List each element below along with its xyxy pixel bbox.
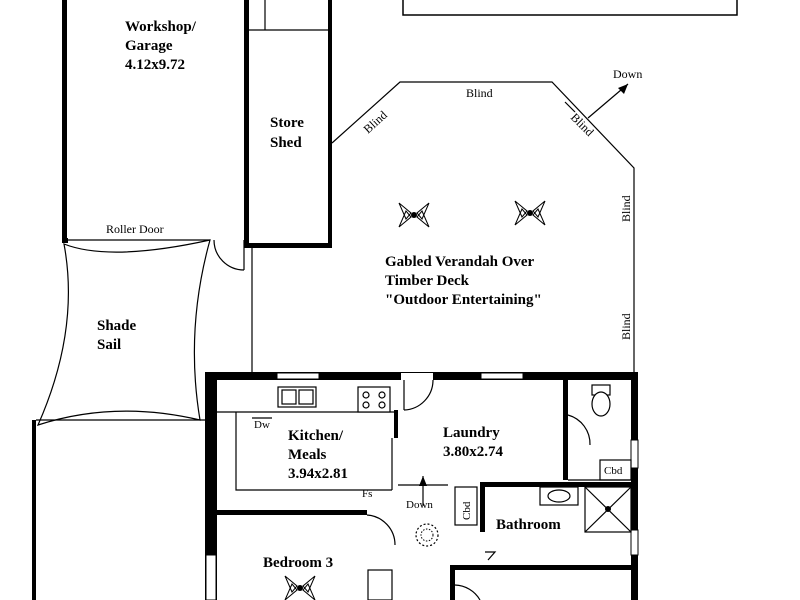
roller-door-label: Roller Door — [106, 222, 164, 236]
workshop-garage — [62, 0, 249, 271]
fridge-space-label: Fs — [362, 488, 372, 500]
verandah-down-label: Down — [613, 67, 642, 81]
workshop-name-line2: Garage — [125, 38, 173, 54]
bedroom3-name: Bedroom 3 — [263, 555, 333, 571]
toilet — [591, 384, 611, 417]
verandah-line2: Timber Deck — [385, 273, 470, 289]
laundry-dims: 3.80x2.74 — [443, 444, 504, 460]
hall-down-label: Down — [406, 499, 433, 511]
shower — [584, 486, 632, 533]
kitchen-name-line1: Kitchen/ — [288, 428, 344, 444]
workshop-dims: 4.12x9.72 — [125, 57, 185, 73]
store-name-line1: Store — [270, 115, 304, 131]
kitchen-benches — [217, 386, 394, 491]
round-table-icon — [415, 523, 439, 547]
verandah-line3: "Outdoor Entertaining" — [385, 292, 542, 308]
store-name-line2: Shed — [270, 135, 302, 151]
interior-walls — [217, 380, 631, 600]
bathroom-name: Bathroom — [496, 517, 561, 533]
house-walls — [205, 372, 639, 600]
cupboard-label-laundry: Cbd — [604, 465, 623, 477]
shade-name-line1: Shade — [97, 318, 137, 334]
verandah-outline — [251, 81, 635, 372]
ceiling-fan-2 — [514, 200, 546, 226]
ceiling-fan-1 — [398, 202, 430, 228]
blind-label-side-lower: Blind — [619, 313, 633, 340]
workshop-name-line1: Workshop/ — [125, 19, 197, 35]
cupboard-label-hall: Cbd — [461, 501, 473, 520]
laundry-fixtures — [454, 459, 632, 526]
kitchen-name-line2: Meals — [288, 447, 326, 463]
kitchen-dims: 3.94x2.81 — [288, 466, 348, 482]
ceiling-fan-3 — [284, 575, 316, 600]
blind-label-left: Blind — [361, 108, 390, 136]
verandah-line1: Gabled Verandah Over — [385, 254, 535, 270]
laundry-name: Laundry — [443, 425, 500, 441]
dishwasher-label: Dw — [254, 419, 270, 431]
disclaimer-box — [402, 0, 738, 16]
hall-down-arrow — [398, 476, 448, 506]
blind-label-top: Blind — [466, 86, 493, 100]
blind-label-side-upper: Blind — [619, 195, 633, 222]
workshop-label: Workshop/ Garage 4.12x9.72 — [125, 19, 197, 73]
store-shed — [249, 0, 332, 248]
shade-name-line2: Sail — [97, 337, 121, 353]
